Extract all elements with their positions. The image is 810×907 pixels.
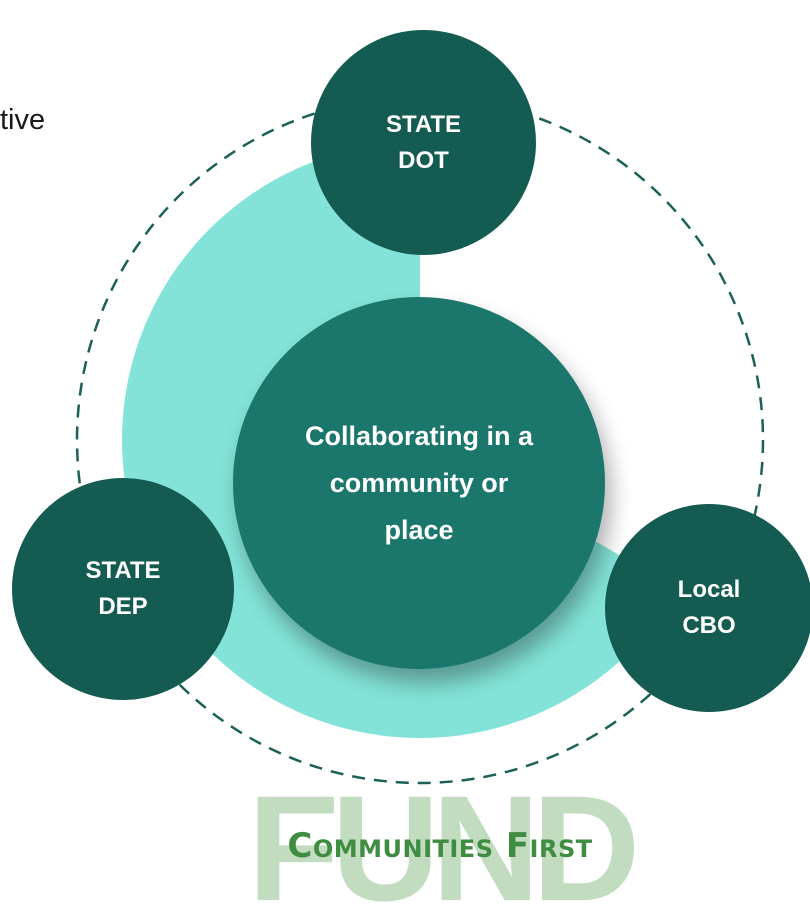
node-state-dep-line2: DEP xyxy=(98,593,148,620)
node-local-cbo: Local CBO xyxy=(605,504,810,712)
center-circle: Collaborating in a community or place xyxy=(233,297,605,669)
logo-fund-word: FUND xyxy=(247,790,641,907)
center-label: Collaborating in a community or place xyxy=(304,420,533,545)
node-state-dot: STATE DOT xyxy=(311,30,536,255)
logo-title: Communities First xyxy=(287,826,593,866)
node-local-cbo-line1: Local xyxy=(677,576,741,603)
node-state-dep: STATE DEP xyxy=(12,478,234,700)
node-state-dot-line1: STATE xyxy=(385,110,462,138)
node-local-cbo-line2: CBO xyxy=(682,612,736,639)
node-state-dep-line1: STATE xyxy=(85,557,161,584)
node-state-dot-line2: DOT xyxy=(398,146,449,174)
partial-heading-text: tive xyxy=(0,104,46,136)
communities-first-fund-logo: FUND Communities First xyxy=(230,790,650,907)
